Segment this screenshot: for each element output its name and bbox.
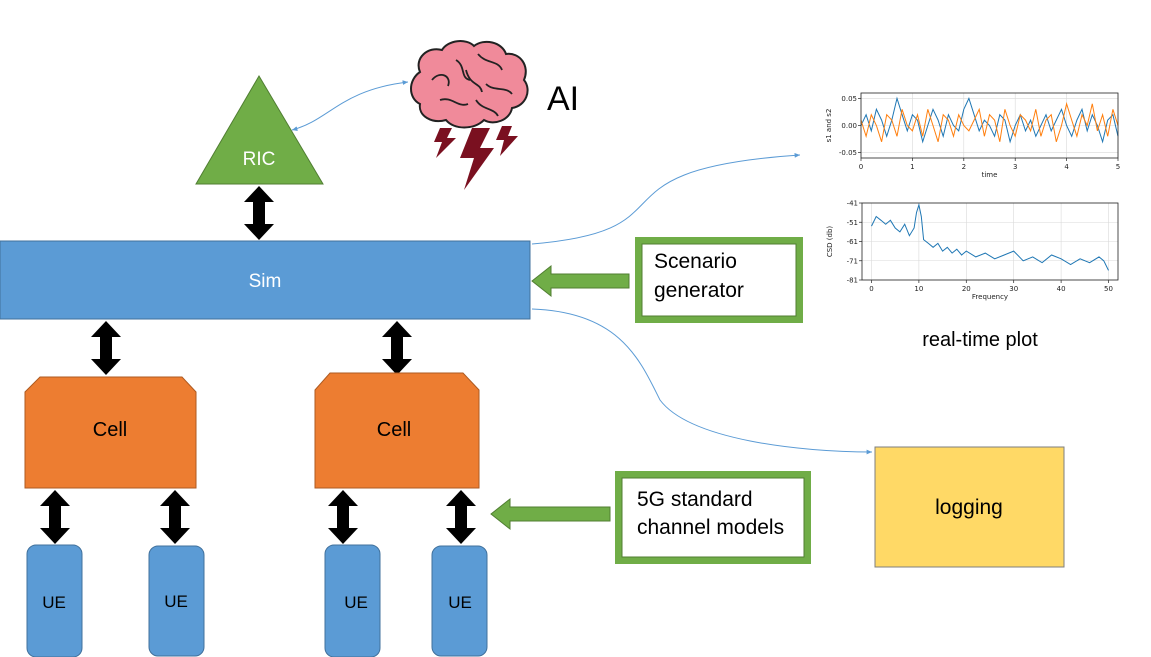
ue-1-box[interactable] [26,544,83,657]
series-line-1 [871,202,1109,271]
x-tick-label: 40 [1057,285,1066,293]
x-tick-label: 3 [1013,163,1017,171]
ue-2-label: UE [164,592,188,611]
x-tick-label: 30 [1009,285,1018,293]
y-tick-label: 0.00 [841,122,857,130]
scenario-generator-line-2: generator [654,279,744,302]
x-tick-label: 50 [1104,285,1113,293]
ric-label: RIC [243,149,276,170]
ai-label: AI [547,80,579,118]
brain-icon [410,40,529,129]
connector-sim-logging [531,308,873,455]
sim-box[interactable] [0,240,531,320]
y-tick-label: -71 [847,257,858,265]
ue-3-box[interactable] [324,544,381,657]
series-line-2 [860,101,1119,142]
logging-label: logging [935,496,1003,519]
x-tick-label: 4 [1064,163,1069,171]
x-tick-label: 20 [962,285,971,293]
arrow-channel-models-to-cells [490,497,611,531]
arrow-cell-ue-3 [328,490,358,544]
time-series-chart: 0 1 2 3 4 5 0.05 0.00 -0.05 time s1 and s2 [825,92,1120,179]
scenario-generator-box[interactable] [641,243,797,317]
y-tick-label: -61 [847,238,858,246]
y-tick-label: -0.05 [839,149,857,157]
y-tick-label: -41 [847,200,858,208]
ue-2-box[interactable] [148,545,205,657]
scenario-generator-label: Scenario generator [654,250,744,302]
x-tick-label: 5 [1116,163,1120,171]
arrow-sim-cell-left [91,321,121,375]
ric-triangle[interactable] [195,75,324,185]
arrow-scenario-to-sim [531,264,630,298]
channel-models-line-1: 5G standard [637,488,753,511]
x-tick-label: 0 [859,163,863,171]
series-line-1 [860,96,1119,144]
y-axis-label: CSD (db) [826,226,834,258]
arrow-sim-cell-right [382,321,412,375]
ue-4-label: UE [448,593,472,612]
x-axis-label: time [982,171,998,179]
arrow-cell-ue-4 [446,490,476,544]
connector-ric-ai [291,80,409,131]
logging-box[interactable] [874,446,1065,568]
y-tick-label: -81 [847,277,858,285]
x-tick-label: 10 [914,285,923,293]
plot-frame [860,92,1119,159]
y-tick-label: -51 [847,219,858,227]
scenario-generator-line-1: Scenario [654,250,737,273]
x-axis-label: Frequency [972,293,1008,301]
lightning-bolt-icon [434,126,518,190]
cell-left-box[interactable] [24,376,197,489]
channel-models-label: 5G standard channel models [637,488,784,539]
ue-3-label: UE [344,593,368,612]
x-tick-label: 2 [962,163,966,171]
x-tick-label: 1 [910,163,914,171]
y-tick-label: 0.05 [841,95,857,103]
sim-label: Sim [249,271,282,292]
ue-1-label: UE [42,593,66,612]
y-axis-label: s1 and s2 [825,109,833,143]
ue-4-box[interactable] [431,545,488,657]
realtime-plot-caption: real-time plot [922,329,1038,351]
cell-left-label: Cell [93,419,127,441]
channel-models-line-2: channel models [637,516,784,539]
arrow-cell-ue-1 [40,490,70,544]
plot-frame [861,202,1119,281]
channel-models-box[interactable] [621,477,805,558]
cell-right-box[interactable] [314,372,480,489]
x-tick-label: 0 [869,285,873,293]
arrow-cell-ue-2 [160,490,190,544]
connector-sim-plot [531,152,801,245]
arrow-ric-sim [244,186,274,240]
cell-right-label: Cell [377,419,411,441]
